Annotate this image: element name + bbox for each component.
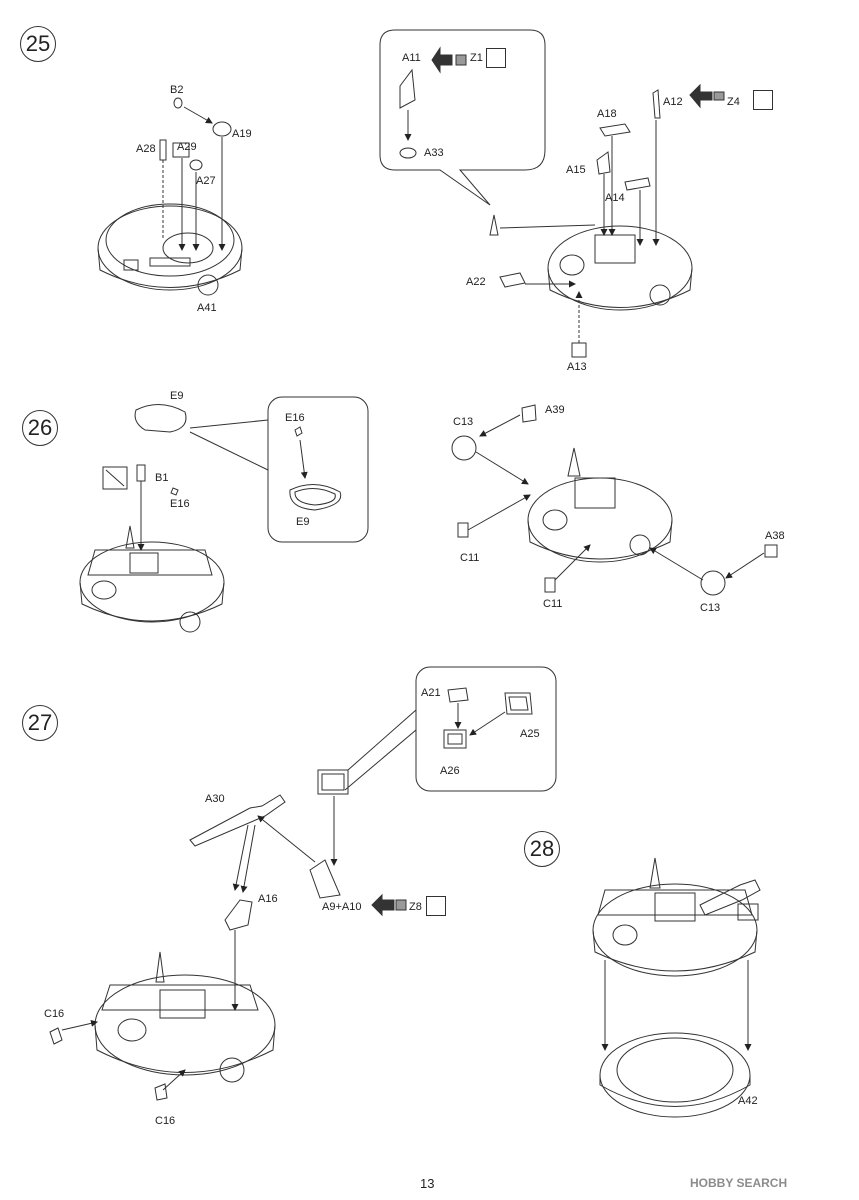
- paint-brush-icon: [486, 48, 506, 68]
- inset-step26: [189, 396, 369, 543]
- part-label: A39: [545, 404, 565, 416]
- turret-step25-right: [489, 83, 725, 358]
- part-label: C16: [44, 1008, 65, 1020]
- page-number: 13: [420, 1176, 435, 1191]
- part-label: A18: [597, 108, 617, 120]
- turret-step27: [49, 769, 407, 1101]
- watermark: HOBBY SEARCH: [690, 1176, 788, 1190]
- part-label: A30: [205, 793, 225, 805]
- part-label: Z1: [470, 52, 483, 64]
- part-label: E9: [296, 516, 310, 528]
- part-label: A22: [466, 276, 486, 288]
- part-label: B2: [170, 84, 184, 96]
- inset-step25: [379, 29, 546, 206]
- turret-step26-right: [451, 404, 778, 596]
- step-28-badge: 28: [524, 831, 560, 867]
- part-label: A28: [136, 143, 156, 155]
- part-label: A21: [421, 687, 441, 699]
- step-25-badge: 25: [20, 26, 56, 62]
- part-label: C13: [453, 416, 474, 428]
- part-label: C16: [155, 1115, 176, 1127]
- part-label: B1: [155, 472, 169, 484]
- part-label: Z8: [409, 901, 422, 913]
- step-27-badge: 27: [22, 705, 58, 741]
- part-label: A14: [605, 192, 625, 204]
- part-label: E16: [170, 498, 190, 510]
- part-label: A9+A10: [322, 901, 362, 913]
- part-label: C13: [700, 602, 721, 614]
- part-label: A19: [232, 128, 252, 140]
- part-label: C11: [543, 598, 563, 610]
- part-label: A29: [177, 141, 197, 153]
- parts-step25-left: [159, 97, 232, 251]
- part-label: C11: [460, 552, 480, 564]
- part-label: A15: [566, 164, 586, 176]
- turret-step26-left: [79, 404, 225, 633]
- part-label: A27: [196, 175, 216, 187]
- step-26-badge: 26: [22, 410, 58, 446]
- part-label: Z4: [727, 96, 740, 108]
- inset-step27: [344, 666, 557, 792]
- paint-brush-icon: [426, 896, 446, 916]
- part-label: E9: [170, 390, 184, 402]
- part-label: A38: [765, 530, 785, 542]
- part-label: A11: [402, 52, 421, 64]
- turret-step28: [592, 857, 761, 1118]
- part-label: A42: [738, 1095, 758, 1107]
- part-label: A25: [520, 728, 540, 740]
- part-label: A26: [440, 765, 460, 777]
- paint-brush-icon: [753, 90, 773, 110]
- part-label: A13: [567, 361, 587, 373]
- part-label: A16: [258, 893, 278, 905]
- part-label: A12: [663, 96, 683, 108]
- part-label: E16: [285, 412, 305, 424]
- turret-step25-left: [97, 203, 243, 296]
- part-label: A41: [197, 302, 217, 314]
- part-label: A33: [424, 147, 444, 159]
